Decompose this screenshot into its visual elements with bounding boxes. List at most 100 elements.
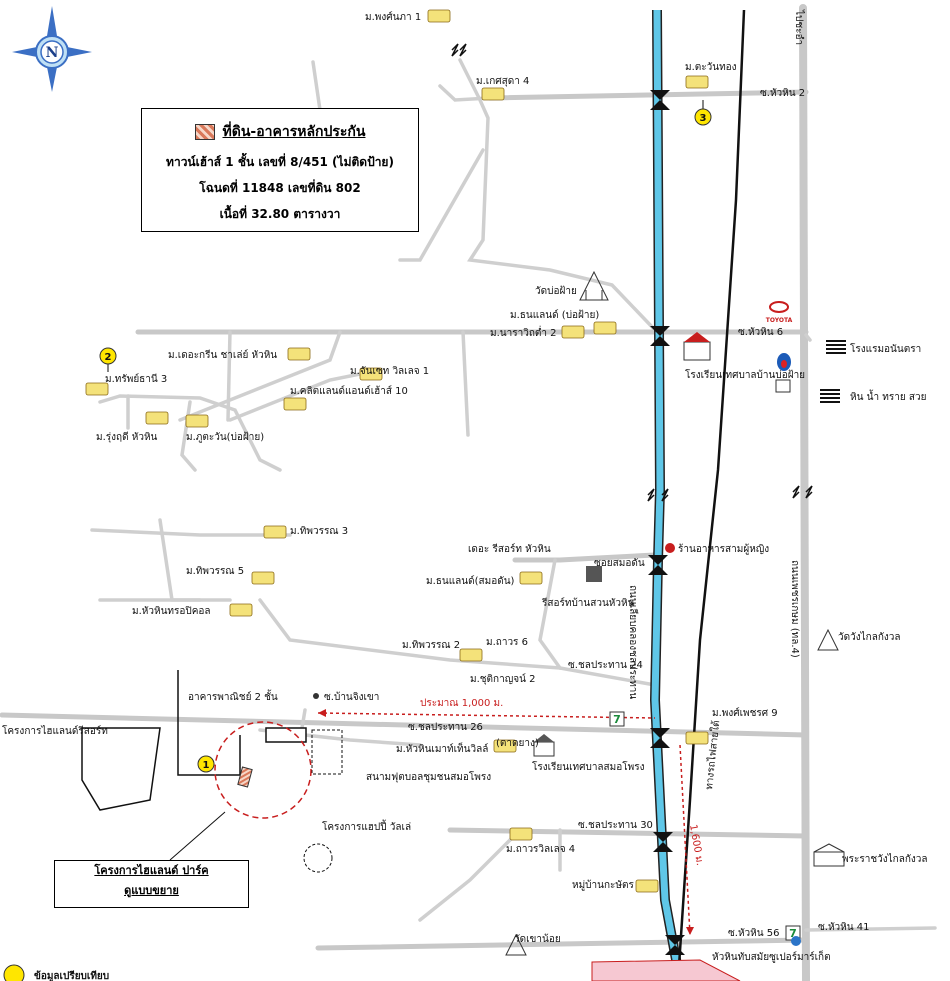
- compass-icon: N: [12, 6, 92, 92]
- palace-icon: [813, 843, 845, 867]
- svg-text:ซ.ชลประทาน 24: ซ.ชลประทาน 24: [568, 660, 643, 671]
- svg-text:โครงการแฮปปี้ วัลเล่: โครงการแฮปปี้ วัลเล่: [322, 819, 411, 833]
- compass-letter: N: [46, 45, 59, 61]
- leader-line: [169, 811, 226, 861]
- svg-text:ถนนเลียบคลองชลประทาน: ถนนเลียบคลองชลประทาน: [627, 585, 639, 699]
- svg-text:ซ.บ้านจิงเขา: ซ.บ้านจิงเขา: [324, 691, 379, 703]
- svg-text:อาคารพาณิชย์ 2 ชั้น: อาคารพาณิชย์ 2 ชั้น: [188, 689, 278, 703]
- svg-text:ม.ธนแลนด์(สมอดัน): ม.ธนแลนด์(สมอดัน): [426, 575, 515, 587]
- svg-text:ม.หัวหินทรอปิคอล: ม.หัวหินทรอปิคอล: [132, 606, 211, 617]
- svg-text:ม.หัวหินเมาท์เท็นวิลล์: ม.หัวหินเมาท์เท็นวิลล์: [396, 741, 488, 755]
- marker-1[interactable]: 1: [197, 755, 215, 773]
- svg-text:หัวหินทับสมัยซูเปอร์มาร์เก็ต: หัวหินทับสมัยซูเปอร์มาร์เก็ต: [712, 949, 831, 963]
- temple-icon: [505, 270, 839, 956]
- svg-text:ม.พงศ์นภา 1: ม.พงศ์นภา 1: [365, 11, 421, 23]
- highland-resort-outline: [81, 670, 241, 811]
- svg-text:ม.จันเซท วิลเลจ 1: ม.จันเซท วิลเลจ 1: [350, 366, 429, 377]
- svg-text:1,600 ม.: 1,600 ม.: [687, 824, 705, 867]
- svg-text:วัดวังไกลกังวล: วัดวังไกลกังวล: [838, 631, 901, 643]
- toyota-icon: TOYOTA: [766, 301, 793, 324]
- market-icon: [791, 936, 801, 946]
- hotel-icon: [820, 340, 846, 403]
- road-phetkasem: [799, 4, 810, 981]
- ptt-icon: [775, 353, 791, 393]
- project-subtitle: ดูแบบขยาย: [124, 884, 179, 897]
- house-icons: [85, 9, 709, 893]
- ban-ching-khao-dot: [313, 693, 319, 699]
- svg-text:พระราชวังไกลกังวล: พระราชวังไกลกังวล: [842, 853, 928, 865]
- svg-text:หมู่บ้านกะษัตร: หมู่บ้านกะษัตร: [572, 879, 634, 891]
- footer-marker-icon: [3, 964, 25, 981]
- svg-text:ม.ถาวร 6: ม.ถาวร 6: [486, 637, 528, 648]
- svg-text:หิน น้ำ ทราย สวย: หิน น้ำ ทราย สวย: [850, 389, 926, 403]
- school-icon: [533, 332, 711, 757]
- legend-title-text: ที่ดิน-อาคารหลักประกัน: [222, 124, 366, 140]
- svg-text:ม.รุ่งฤดี หัวหิน: ม.รุ่งฤดี หัวหิน: [96, 431, 158, 443]
- svg-text:รีสอร์ทบ้านสวนหัวหิน: รีสอร์ทบ้านสวนหัวหิน: [541, 597, 634, 609]
- svg-text:ม.ทรัพย์ธานี 3: ม.ทรัพย์ธานี 3: [105, 373, 167, 385]
- svg-text:ซ.ชลประทาน 30: ซ.ชลประทาน 30: [578, 820, 653, 831]
- svg-text:2: 2: [105, 352, 112, 363]
- svg-text:ซ.หัวหิน 6: ซ.หัวหิน 6: [738, 327, 783, 338]
- svg-text:ร้านอาหารสามผู้หญิง: ร้านอาหารสามผู้หญิง: [678, 543, 769, 555]
- restaurant-icon: [665, 543, 675, 553]
- svg-text:ประมาณ 1,000 ม.: ประมาณ 1,000 ม.: [420, 698, 503, 709]
- break-symbols: [451, 43, 813, 502]
- svg-text:ซอยสมอดัน: ซอยสมอดัน: [594, 558, 645, 569]
- legend-line-2: โฉนดที่ 11848 เลขที่ดิน 802: [199, 181, 361, 195]
- svg-text:1: 1: [203, 760, 210, 771]
- svg-text:วัดเขาน้อย: วัดเขาน้อย: [514, 933, 561, 945]
- svg-text:7: 7: [613, 713, 621, 726]
- site-parcel: [237, 766, 253, 788]
- svg-text:เดอะ รีสอร์ท หัวหิน: เดอะ รีสอร์ท หัวหิน: [468, 543, 551, 555]
- svg-text:ม.ทิพวรรณ 3: ม.ทิพวรรณ 3: [290, 526, 348, 537]
- road-cholpratan30: [447, 827, 809, 839]
- svg-text:ม.ถาวรวิลเลจ 4: ม.ถาวรวิลเลจ 4: [506, 844, 575, 855]
- site-circle: [214, 721, 312, 819]
- railway-line: [676, 9, 746, 981]
- svg-text:ม.ชุติกาญจน์ 2: ม.ชุติกาญจน์ 2: [470, 673, 535, 685]
- svg-text:ซ.หัวหิน 41: ซ.หัวหิน 41: [818, 922, 870, 933]
- hatch-swatch-icon: [194, 124, 215, 140]
- legend-title: ที่ดิน-อาคารหลักประกัน: [142, 121, 418, 143]
- distance-arrows: [317, 709, 694, 936]
- project-title: โครงการไฮแลนด์ ปาร์ค: [94, 864, 209, 877]
- svg-text:ซ.ชลประทาน 26: ซ.ชลประทาน 26: [408, 722, 483, 733]
- legend-line-3: เนื้อที่ 32.80 ตารางวา: [219, 207, 341, 221]
- commercial-building: [265, 727, 307, 743]
- road-samo: [512, 552, 658, 563]
- collateral-legend: ที่ดิน-อาคารหลักประกัน ทาวน์เฮ้าส์ 1 ชั้…: [141, 108, 419, 232]
- svg-text:3: 3: [700, 113, 707, 124]
- bridge-markers: [648, 90, 685, 955]
- svg-text:โรงเรียนเทศบาลบ้านบ่อฝ้าย: โรงเรียนเทศบาลบ้านบ่อฝ้าย: [685, 368, 805, 381]
- canal: [649, 9, 685, 981]
- project-box: โครงการไฮแลนด์ ปาร์ค ดูแบบขยาย: [54, 860, 249, 908]
- svg-text:ม.คลิตแลนด์แอนด์เฮ้าส์ 10: ม.คลิตแลนด์แอนด์เฮ้าส์ 10: [290, 385, 408, 397]
- pink-area: [591, 959, 741, 981]
- svg-text:ม.พงศ์เพชรศ 9: ม.พงศ์เพชรศ 9: [712, 707, 778, 719]
- road-cholpratan26: [0, 712, 809, 738]
- stadium-outline: [311, 729, 343, 775]
- svg-text:วัดบ่อฝ้าย: วัดบ่อฝ้าย: [535, 285, 577, 297]
- svg-text:ถนนเพชรเกษม (ทล.4): ถนนเพชรเกษม (ทล.4): [789, 560, 800, 658]
- svg-text:ม.ตะวันทอง: ม.ตะวันทอง: [685, 62, 737, 73]
- svg-text:ซ.หัวหิน 2: ซ.หัวหิน 2: [760, 88, 805, 99]
- happy-village-circle: [303, 843, 333, 873]
- svg-text:สนามฟุตบอลชุมชนสมอโพรง: สนามฟุตบอลชุมชนสมอโพรง: [366, 770, 491, 783]
- legend-line-1: ทาวน์เฮ้าส์ 1 ชั้น เลขที่ 8/451 (ไม่ติดป…: [166, 155, 394, 169]
- svg-text:ซ.หัวหิน 56: ซ.หัวหิน 56: [728, 928, 780, 939]
- marker-3[interactable]: 3: [694, 108, 712, 126]
- seven-eleven-icon: 7 7: [609, 711, 801, 941]
- svg-text:โครงการไฮแลนด์รีสอร์ท: โครงการไฮแลนด์รีสอร์ท: [2, 724, 108, 737]
- svg-text:ม.ทิพวรรณ 2: ม.ทิพวรรณ 2: [402, 640, 460, 651]
- marker-2[interactable]: 2: [99, 347, 117, 365]
- svg-text:โรงเรียนเทศบาลสมอโพรง: โรงเรียนเทศบาลสมอโพรง: [532, 760, 645, 773]
- svg-text:ม.เกศสุดา 4: ม.เกศสุดา 4: [476, 76, 529, 87]
- svg-text:ม.เดอะกรีน ชาเล่ย์ หัวหิน: ม.เดอะกรีน ชาเล่ย์ หัวหิน: [168, 349, 277, 361]
- svg-text:7: 7: [789, 927, 797, 940]
- road-huahin2: [487, 89, 809, 101]
- svg-text:โรงแรมอนันตรา: โรงแรมอนันตรา: [850, 342, 921, 355]
- footer-label: ข้อมูลเปรียบเทียบ: [34, 970, 109, 981]
- svg-text:ม.ธนแลนด์ (บ่อฝ้าย): ม.ธนแลนด์ (บ่อฝ้าย): [510, 309, 599, 321]
